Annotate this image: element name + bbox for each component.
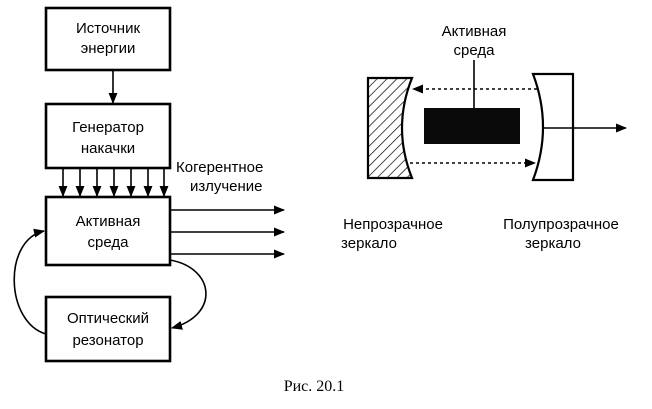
opaque-mirror xyxy=(366,76,414,180)
active-medium-rod xyxy=(424,108,520,144)
figure-caption: Рис. 20.1 xyxy=(284,378,345,395)
active-medium-label-2: среда xyxy=(88,234,130,251)
schematic-active-medium-label-2: среда xyxy=(454,42,496,59)
pump-generator-box xyxy=(44,102,172,170)
active-medium-box xyxy=(44,195,172,267)
optical-resonator-box xyxy=(44,295,172,363)
optical-resonator-label-2: резонатор xyxy=(72,332,143,349)
coherent-radiation-label-1: Когерентное xyxy=(176,159,263,176)
semitransparent-mirror-label-1: Полупрозрачное xyxy=(503,216,619,233)
resonator-to-medium-arrow xyxy=(13,228,47,335)
energy-source-box xyxy=(44,6,172,72)
semitransparent-mirror xyxy=(531,72,575,182)
coherent-radiation-label-2: излучение xyxy=(190,178,263,195)
output-arrows xyxy=(170,205,286,259)
opaque-mirror-label-1: Непрозрачное xyxy=(343,216,443,233)
block-diagram: Источник энергии Генератор накачки Актив… xyxy=(13,6,286,363)
optical-resonator-label-1: Оптический xyxy=(67,310,149,327)
energy-source-label-2: энергии xyxy=(81,40,136,57)
pump-generator-label-2: накачки xyxy=(81,140,135,157)
laser-schematic: Активная среда Непрозрачное зеркало Полу… xyxy=(341,23,628,252)
schematic-active-medium-label-1: Активная xyxy=(442,23,507,40)
active-medium-label-1: Активная xyxy=(76,213,141,230)
pump-arrows xyxy=(58,168,169,198)
medium-to-resonator-arrow xyxy=(169,259,207,330)
energy-source-label-1: Источник xyxy=(76,20,140,37)
pump-generator-label-1: Генератор xyxy=(72,119,144,136)
semitransparent-mirror-label-2: зеркало xyxy=(525,235,581,252)
opaque-mirror-label-2: зеркало xyxy=(341,235,397,252)
